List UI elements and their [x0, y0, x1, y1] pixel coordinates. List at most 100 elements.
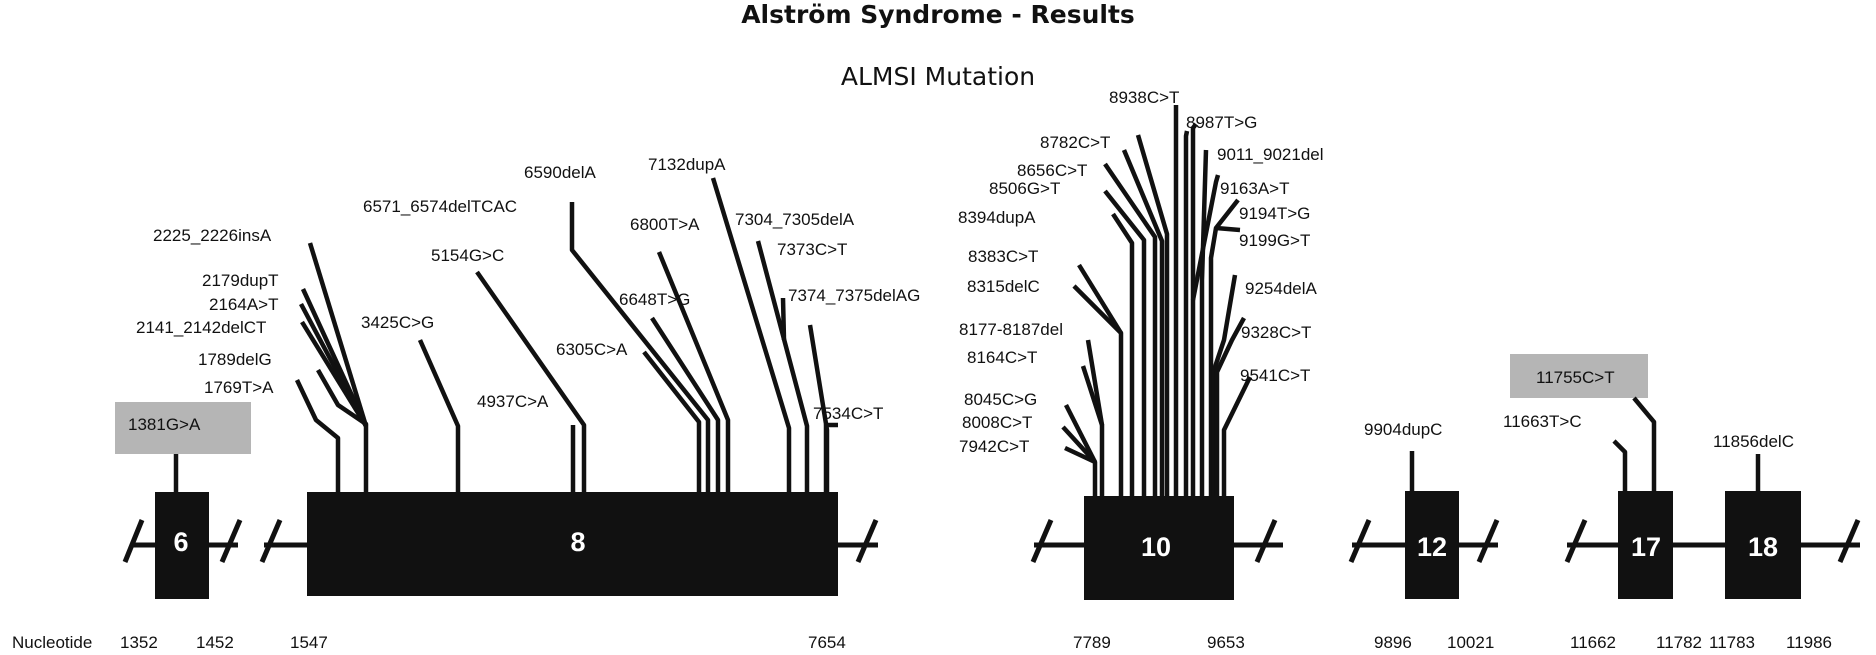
exon-6-box — [155, 492, 209, 599]
mutation-label: 7942C>T — [959, 437, 1029, 456]
mutation-line — [1103, 162, 1158, 496]
page-subtitle: ALMSI Mutation — [840, 62, 1036, 91]
exon-number: 6 — [173, 527, 188, 557]
exon-number: 12 — [1417, 532, 1447, 562]
mutation-label: 8045C>G — [964, 390, 1037, 409]
mutation-line — [300, 288, 369, 427]
exon-number: 18 — [1748, 532, 1778, 562]
mutation-label: 4937C>A — [477, 392, 549, 411]
mutation-line — [1121, 149, 1165, 496]
mutation-line — [307, 242, 369, 427]
mutation-line — [755, 240, 810, 492]
mutation-label: 7304_7305delA — [735, 210, 855, 229]
nucleotide-position: 9896 — [1374, 633, 1412, 652]
mutation-label: 5154G>C — [431, 246, 504, 265]
nucleotide-position: 1452 — [196, 633, 234, 652]
mutation-line — [1111, 212, 1135, 496]
mutation-label: 6590delA — [524, 163, 597, 182]
nucleotide-position: 1547 — [290, 633, 328, 652]
mutation-line — [656, 251, 731, 492]
mutation-label: 1769T>A — [204, 378, 274, 397]
mutation-line — [1612, 439, 1628, 491]
exon-boxes — [155, 491, 1801, 600]
mutation-label: 8177-8187del — [959, 320, 1063, 339]
mutation-line — [1208, 198, 1240, 496]
exon-17-box — [1618, 491, 1673, 599]
mutation-line — [1190, 122, 1198, 496]
mutation-label: 3425C>G — [361, 313, 434, 332]
mutation-line — [1214, 316, 1246, 496]
exon-10-box — [1084, 496, 1234, 600]
mutation-line — [1221, 376, 1253, 496]
mutation-label: 7132dupA — [648, 155, 726, 174]
nucleotide-position: 7789 — [1073, 633, 1111, 652]
mutation-line — [1103, 189, 1147, 496]
mutation-label: 9254delA — [1245, 279, 1318, 298]
mutation-label: 8315delC — [967, 277, 1040, 296]
mutation-label: 9904dupC — [1364, 420, 1442, 439]
highlight-box — [115, 402, 251, 454]
exon-number: 8 — [570, 527, 585, 557]
mutation-label: 8008C>T — [962, 413, 1032, 432]
mutation-label: 1381G>A — [128, 415, 201, 434]
mutation-line — [1190, 174, 1221, 301]
nucleotide-position: 10021 — [1447, 633, 1494, 652]
nucleotide-position: 11783 — [1709, 633, 1755, 652]
nucleotide-label: Nucleotide — [12, 633, 92, 652]
mutation-label: 6648T>G — [619, 290, 690, 309]
mutation-line — [780, 297, 787, 341]
mutation-line — [650, 316, 721, 492]
mutation-label: 7534C>T — [813, 404, 883, 423]
exon-18-box — [1725, 491, 1801, 599]
mutation-line — [1632, 396, 1657, 491]
mutation-label: 6800T>A — [630, 215, 700, 234]
nucleotide-position: 1352 — [120, 633, 158, 652]
mutation-label: 11856delC — [1713, 432, 1794, 451]
mutation-line — [417, 339, 461, 492]
mutation-label: 2179dupT — [202, 271, 279, 290]
mutation-line — [1215, 225, 1241, 233]
nucleotide-position: 9653 — [1207, 633, 1245, 652]
mutation-label: 11755C>T — [1536, 368, 1615, 387]
exon-numbers: 6 8 10 12 17 18 — [173, 527, 1778, 562]
nucleotide-position: 7654 — [808, 633, 846, 652]
mutation-label: 11663T>C — [1503, 412, 1582, 431]
mutation-label: 8383C>T — [968, 247, 1038, 266]
mutation-label: 9011_9021del — [1217, 145, 1324, 164]
mutation-line — [569, 202, 711, 492]
mutation-line — [294, 379, 341, 492]
mutation-label: 8506G>T — [989, 179, 1060, 198]
mutation-line — [1085, 339, 1105, 426]
mutation-line — [316, 368, 369, 492]
mutation-label: 6571_6574delTCAC — [363, 197, 517, 216]
mutation-line — [475, 270, 587, 492]
exon-8-box — [307, 492, 838, 596]
mutation-line — [1077, 263, 1123, 335]
mutation-label: 9194T>G — [1239, 204, 1310, 223]
mutation-label: 9328C>T — [1241, 323, 1311, 342]
mutation-label: 2164A>T — [209, 295, 278, 314]
mutation-label: 8394dupA — [958, 208, 1036, 227]
mutation-labels: 1381G>A 1769T>A 1789delG 2141_2142delCT … — [128, 88, 1794, 456]
exon-number: 10 — [1141, 532, 1171, 562]
mutation-line — [1063, 403, 1098, 464]
mutation-label: 7373C>T — [777, 240, 847, 259]
mutation-label: 8656C>T — [1017, 161, 1087, 180]
nucleotide-axis: Nucleotide 1352 1452 1547 7654 7789 9653… — [12, 633, 1832, 652]
mutation-line — [642, 350, 702, 492]
mutation-label: 8782C>T — [1040, 133, 1110, 152]
mutation-line — [710, 177, 792, 492]
mutation-line — [1211, 274, 1238, 496]
mutation-line — [1183, 130, 1190, 496]
mutation-line — [823, 422, 838, 492]
mutation-label: 8938C>T — [1109, 88, 1179, 107]
nucleotide-position: 11662 — [1570, 633, 1616, 652]
mutation-lines — [173, 105, 1761, 496]
nucleotide-position: 11782 — [1656, 633, 1702, 652]
page-title: Alström Syndrome - Results — [741, 0, 1135, 29]
mutation-label: 8987T>G — [1186, 113, 1257, 132]
highlight-box — [1510, 354, 1648, 398]
mutation-line — [1199, 149, 1209, 496]
mutation-label: 9199G>T — [1239, 231, 1310, 250]
